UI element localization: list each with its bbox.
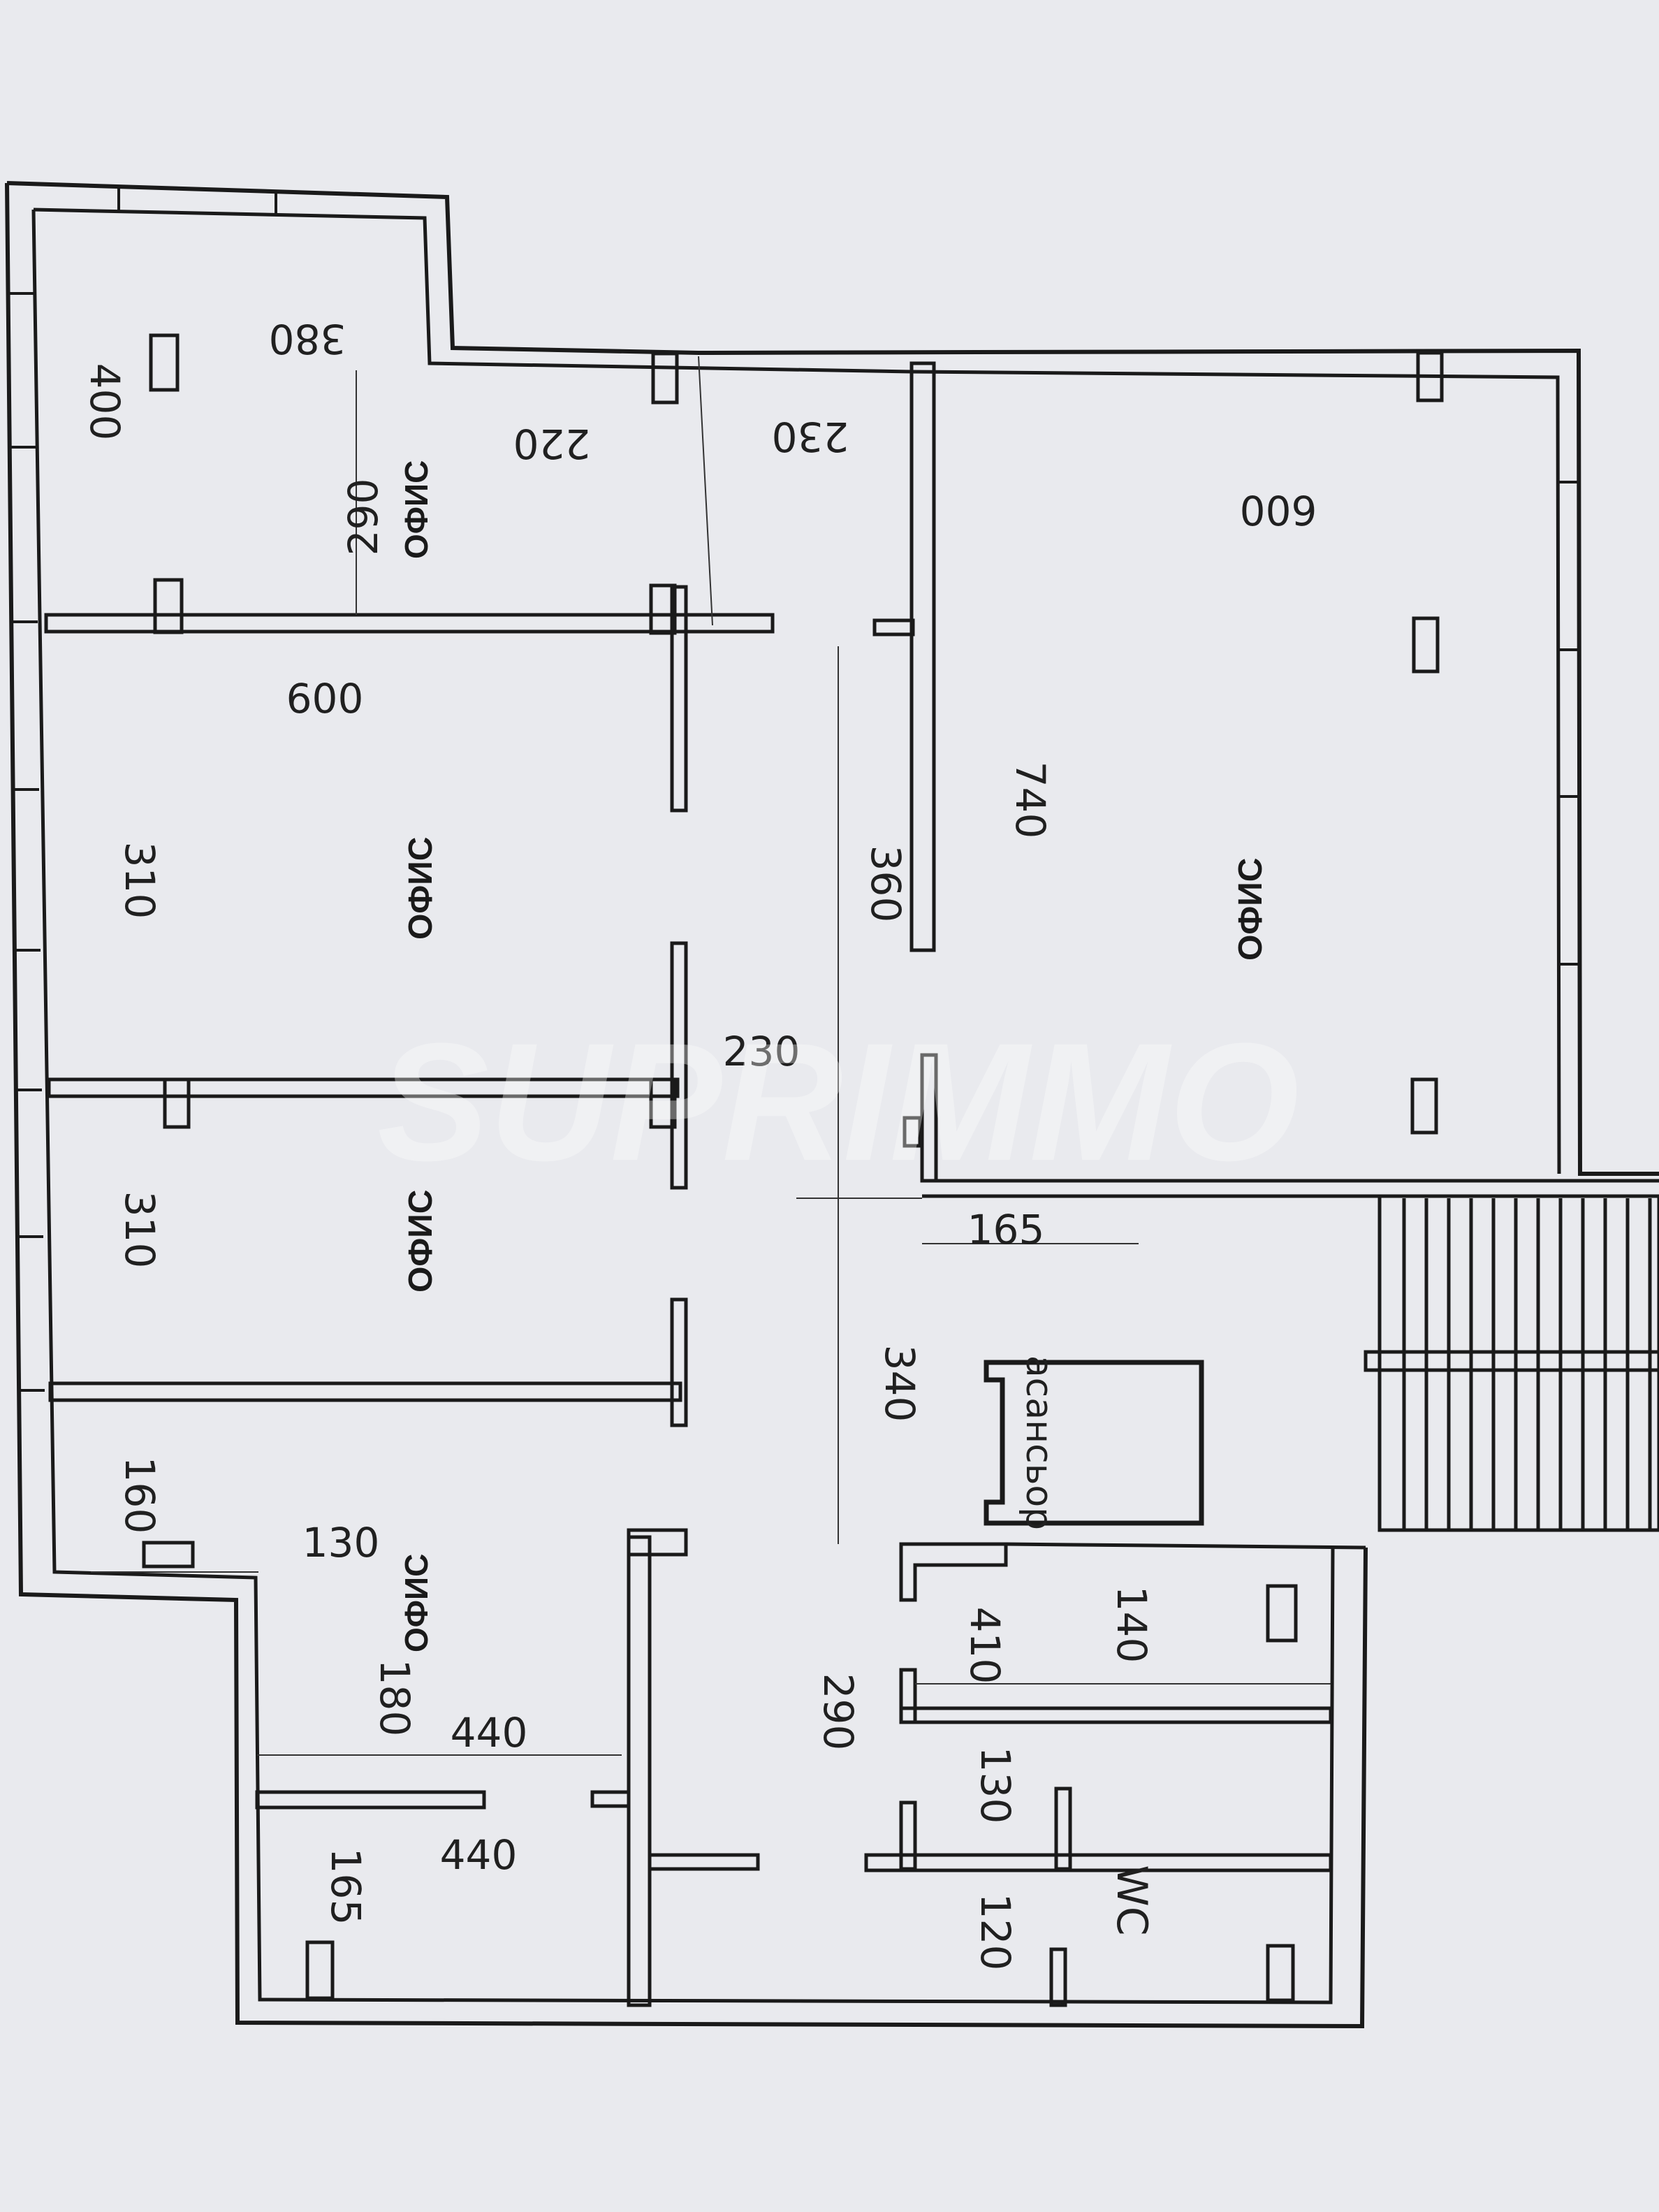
wall-lower-left-stub — [627, 1528, 688, 1557]
stair-landing — [1364, 1350, 1659, 1372]
wall-office-divider-3 — [48, 1381, 682, 1402]
wall-wc-partition-3 — [1054, 1787, 1072, 1871]
outer-walls — [5, 181, 1659, 2029]
wall-left — [5, 182, 1368, 2029]
wall-mid-stub — [872, 618, 915, 636]
dim-340: 340 — [876, 1345, 923, 1422]
dim-130-lower: 130 — [972, 1747, 1019, 1824]
dim-line-4 — [698, 356, 713, 626]
wall-lower-left-corridor — [627, 1535, 652, 2007]
column-9 — [902, 1116, 922, 1148]
dim-740: 740 — [1007, 762, 1054, 839]
dimension-lines — [91, 356, 1331, 1756]
room-label-top-left: ОФИС — [398, 460, 434, 559]
staircase — [1364, 1194, 1659, 1532]
dim-165-upper: 165 — [967, 1206, 1045, 1253]
dim-160: 160 — [116, 1457, 163, 1534]
column-3 — [163, 1077, 191, 1129]
dim-290: 290 — [339, 479, 387, 556]
dim-600-left: 600 — [286, 675, 364, 722]
column-11 — [305, 1940, 335, 2000]
dim-380: 380 — [269, 315, 346, 363]
dim-410: 410 — [961, 1607, 1009, 1685]
column-13 — [1266, 1944, 1295, 2002]
dim-140: 140 — [1108, 1586, 1155, 1664]
dim-310-upper: 310 — [116, 842, 163, 919]
wall-lower-corridor-stub — [648, 1853, 760, 1871]
wall-wc-divider-1 — [899, 1706, 1333, 1724]
column-7 — [1410, 1077, 1438, 1135]
dim-440-upper: 440 — [451, 1709, 528, 1756]
dim-400: 400 — [81, 363, 129, 441]
room-label-left-upper: ОФИС — [402, 837, 439, 940]
wall-wc-divider-2 — [864, 1853, 1333, 1872]
wall-corridor-left-1 — [670, 585, 688, 813]
dim-600-right: 600 — [1240, 486, 1317, 534]
dim-120: 120 — [972, 1893, 1019, 1971]
dim-230-top: 230 — [772, 413, 849, 460]
wall-wc-partition-4 — [1049, 1947, 1067, 2007]
columns — [142, 333, 1444, 2002]
column-6 — [1412, 616, 1440, 674]
dim-290-lower: 290 — [814, 1673, 862, 1751]
room-label-elevator: асансьор — [1018, 1355, 1060, 1530]
column-8 — [1416, 351, 1444, 402]
wall-elevator — [984, 1360, 1204, 1526]
dim-230-corridor: 230 — [723, 1028, 801, 1075]
room-labels: ОФИС ОФИС ОФИС ОФИС ОФИС WC асансьор — [398, 460, 1269, 1936]
column-2 — [153, 578, 184, 634]
wall-wc-block — [899, 1542, 1008, 1602]
wall-top-left — [6, 181, 1659, 1176]
wall-office-divider-2 — [47, 1077, 680, 1098]
dim-220: 220 — [513, 420, 591, 467]
dim-440-lower: 440 — [440, 1831, 518, 1879]
dim-165-lower: 165 — [322, 1848, 370, 1926]
wall-wc-partition-2 — [899, 1800, 917, 1871]
wall-corridor-left-2 — [670, 941, 688, 1190]
wall-left-inner — [31, 209, 1335, 2004]
wall-top-partition — [651, 351, 679, 405]
column-1 — [149, 333, 180, 392]
column-12 — [1266, 1584, 1298, 1643]
stair-treads — [1402, 1198, 1652, 1529]
wall-wc-partition-1 — [899, 1668, 917, 1724]
column-5 — [649, 583, 677, 635]
wall-wc-top — [1005, 1542, 1366, 1550]
dim-130-upper: 130 — [302, 1519, 380, 1566]
column-4 — [649, 1077, 677, 1129]
room-label-left-middle: ОФИС — [402, 1190, 439, 1293]
wall-office-divider-1 — [44, 613, 775, 634]
wall-corridor-left-3 — [670, 1297, 688, 1427]
stair-outline — [1377, 1194, 1659, 1532]
room-label-right-large: ОФИС — [1232, 858, 1269, 961]
room-label-wc: WC — [1107, 1865, 1156, 1935]
wall-top-left-inner — [33, 208, 1561, 1174]
dimension-labels: 400 380 290 220 230 600 600 310 360 740 … — [81, 315, 1317, 1970]
wall-corridor-right — [909, 361, 936, 952]
column-10 — [142, 1541, 195, 1569]
wall-lower-left-shelf — [255, 1790, 486, 1810]
room-label-left-bottom: ОФИС — [398, 1554, 434, 1652]
dim-360: 360 — [862, 845, 909, 923]
watermark: SUPRIMMO — [377, 1008, 1299, 1195]
dim-180: 180 — [371, 1659, 418, 1737]
dim-310-lower: 310 — [116, 1191, 163, 1269]
wall-lower-left-stub-2 — [590, 1790, 631, 1808]
